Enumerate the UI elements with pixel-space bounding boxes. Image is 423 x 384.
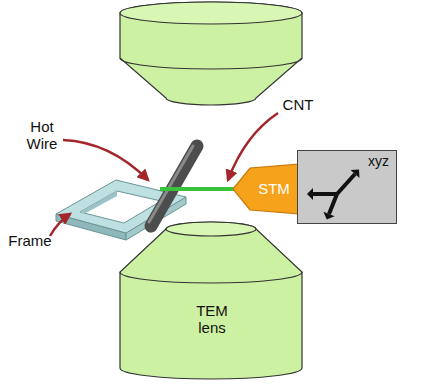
node-text: STM xyxy=(246,180,302,197)
axes-icon xyxy=(307,170,359,220)
nanotube xyxy=(160,187,236,191)
part-label: Frame xyxy=(4,232,56,249)
hot-wire xyxy=(149,146,197,226)
stm-tip: STM xyxy=(232,163,302,215)
upper-lens xyxy=(120,2,302,105)
leader-arrow xyxy=(50,214,70,236)
node-text: xyz xyxy=(368,153,389,169)
lens-shape xyxy=(118,218,306,382)
part-label: CNT xyxy=(276,96,320,113)
leader-arrow xyxy=(63,140,148,180)
xyz-stage: xyz xyxy=(297,150,397,224)
lens-label-box: TEM lens xyxy=(118,218,306,382)
part-label: Hot Wire xyxy=(18,118,66,153)
node-text: TEM lens xyxy=(182,302,242,337)
